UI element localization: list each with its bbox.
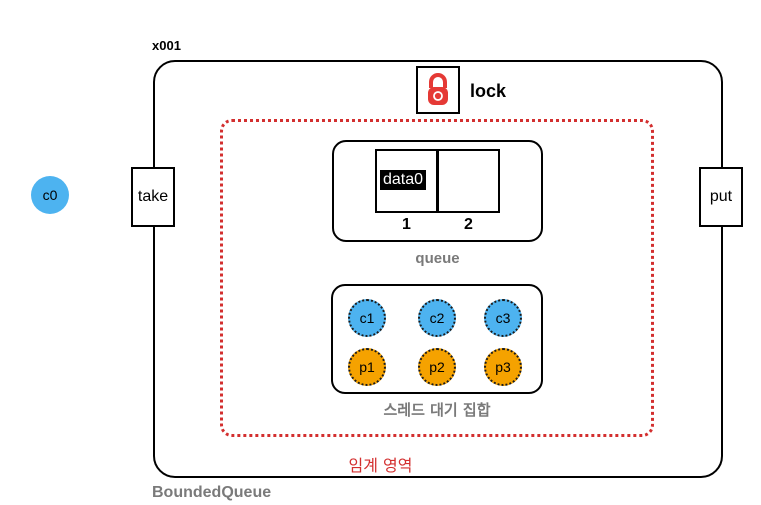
critical-section-area [220,119,654,437]
thread-label: p1 [359,359,375,375]
bounded-queue-object [153,60,723,478]
take-method: take [131,167,175,227]
thread-label: c1 [359,310,375,326]
lock-label: lock [470,81,507,101]
thread-c2: c2 [418,299,456,337]
put-method: put [699,167,743,227]
put-label: put [709,188,733,205]
class-name-label: BoundedQueue [152,484,272,501]
thread-label: c0 [42,187,58,203]
thread-label: c3 [495,310,511,326]
wait-set-label: 스레드 대기 집합 [383,401,491,419]
critical-section-label: 임계 영역 [348,456,413,475]
thread-label: p2 [429,359,445,375]
object-id-label: x001 [152,38,181,53]
thread-c3: c3 [484,299,522,337]
thread-p2: p2 [418,348,456,386]
thread-p3: p3 [484,348,522,386]
thread-p1: p1 [348,348,386,386]
take-label: take [137,188,169,205]
thread-c0: c0 [31,176,69,214]
thread-label: p3 [495,359,511,375]
thread-label: c2 [429,310,445,326]
queue-slot-index: 2 [464,216,473,233]
queue-slot-2 [437,149,500,213]
queue-slot-value: data0 [380,170,427,190]
padlock-icon [428,73,448,105]
queue-label: queue [415,250,460,267]
lock-box [416,66,460,114]
queue-slot-index: 1 [402,216,411,233]
thread-c1: c1 [348,299,386,337]
